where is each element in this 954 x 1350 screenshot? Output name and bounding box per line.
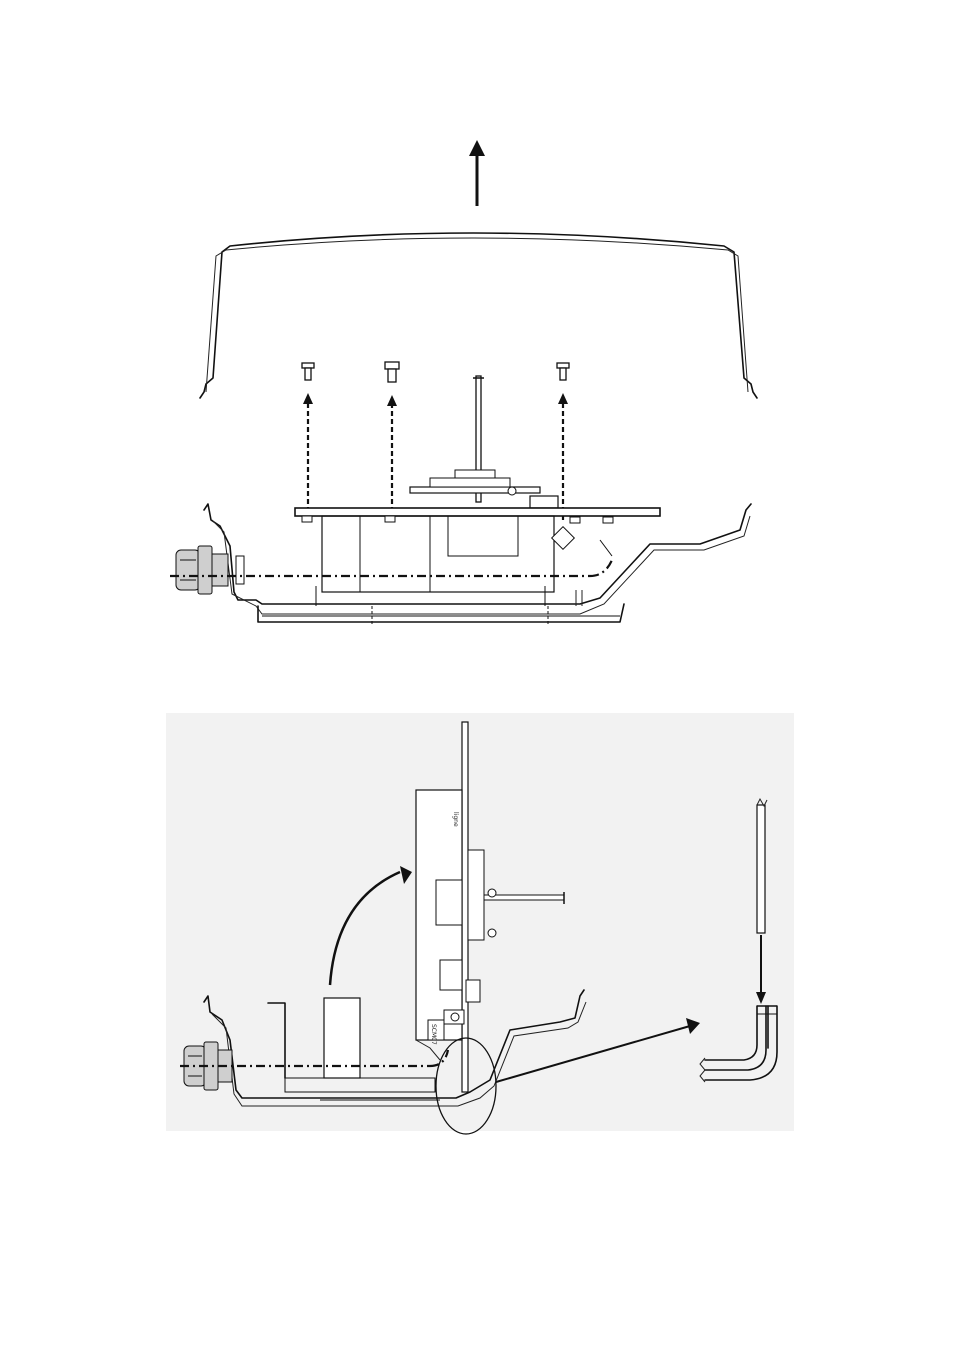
bottom-detail-figure: ligne SCM07 bbox=[166, 713, 794, 1134]
screw-left bbox=[302, 363, 314, 380]
screw-center bbox=[385, 362, 399, 382]
small-label: SCM07 bbox=[430, 1024, 437, 1045]
housing-base bbox=[204, 504, 751, 626]
shaft-assembly bbox=[410, 376, 558, 508]
cable-curve bbox=[590, 560, 612, 576]
top-exploded-figure bbox=[170, 140, 757, 626]
panel-label: ligne bbox=[452, 812, 459, 827]
cover bbox=[200, 233, 757, 398]
cover-lift-arrow bbox=[469, 140, 485, 206]
mounting-plate bbox=[295, 508, 660, 592]
screw-arrows bbox=[303, 393, 568, 520]
screw-right bbox=[557, 363, 569, 380]
